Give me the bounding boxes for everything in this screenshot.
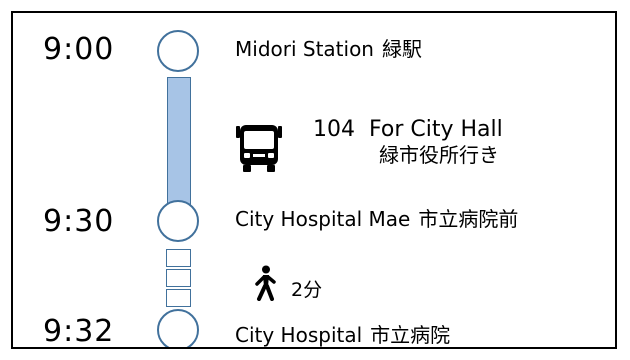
walk-leg-segment [166, 249, 191, 267]
stop-name-en: Midori Station [235, 37, 374, 61]
route-destination-ja: 緑市役所行き [379, 143, 499, 167]
stop-name-transfer: City Hospital Mae 市立病院前 [235, 209, 518, 229]
stop-node [157, 309, 199, 347]
route-number: 104 [313, 117, 355, 142]
bus-route-info: 104 For City Hall [313, 119, 503, 141]
stop-name-ja: 市立病院 [370, 323, 451, 347]
route-itinerary: 9:00 Midori Station 緑駅 104 For City Hall 緑… [11, 11, 617, 349]
bus-leg-segment [167, 77, 191, 213]
departure-time: 9:00 [43, 32, 115, 67]
stop-name-origin: Midori Station 緑駅 [235, 39, 422, 59]
stop-name-destination: City Hospital 市立病院 [235, 325, 450, 345]
stop-name-ja: 市立病院前 [418, 207, 519, 231]
walk-leg-segment [166, 289, 191, 307]
stop-name-en: City Hospital [235, 323, 363, 347]
route-destination-en: For City Hall [369, 117, 503, 142]
stop-node [157, 200, 199, 242]
stop-name-ja: 緑駅 [381, 37, 422, 61]
stop-node [157, 30, 199, 72]
walk-leg-segment [166, 269, 191, 287]
walking-person-icon [255, 265, 276, 301]
walk-duration: 2分 [291, 279, 323, 301]
stop-name-en: City Hospital Mae [235, 207, 411, 231]
arrival-time: 9:30 [43, 204, 115, 239]
bus-icon [236, 125, 282, 172]
final-arrival-time: 9:32 [43, 314, 115, 349]
